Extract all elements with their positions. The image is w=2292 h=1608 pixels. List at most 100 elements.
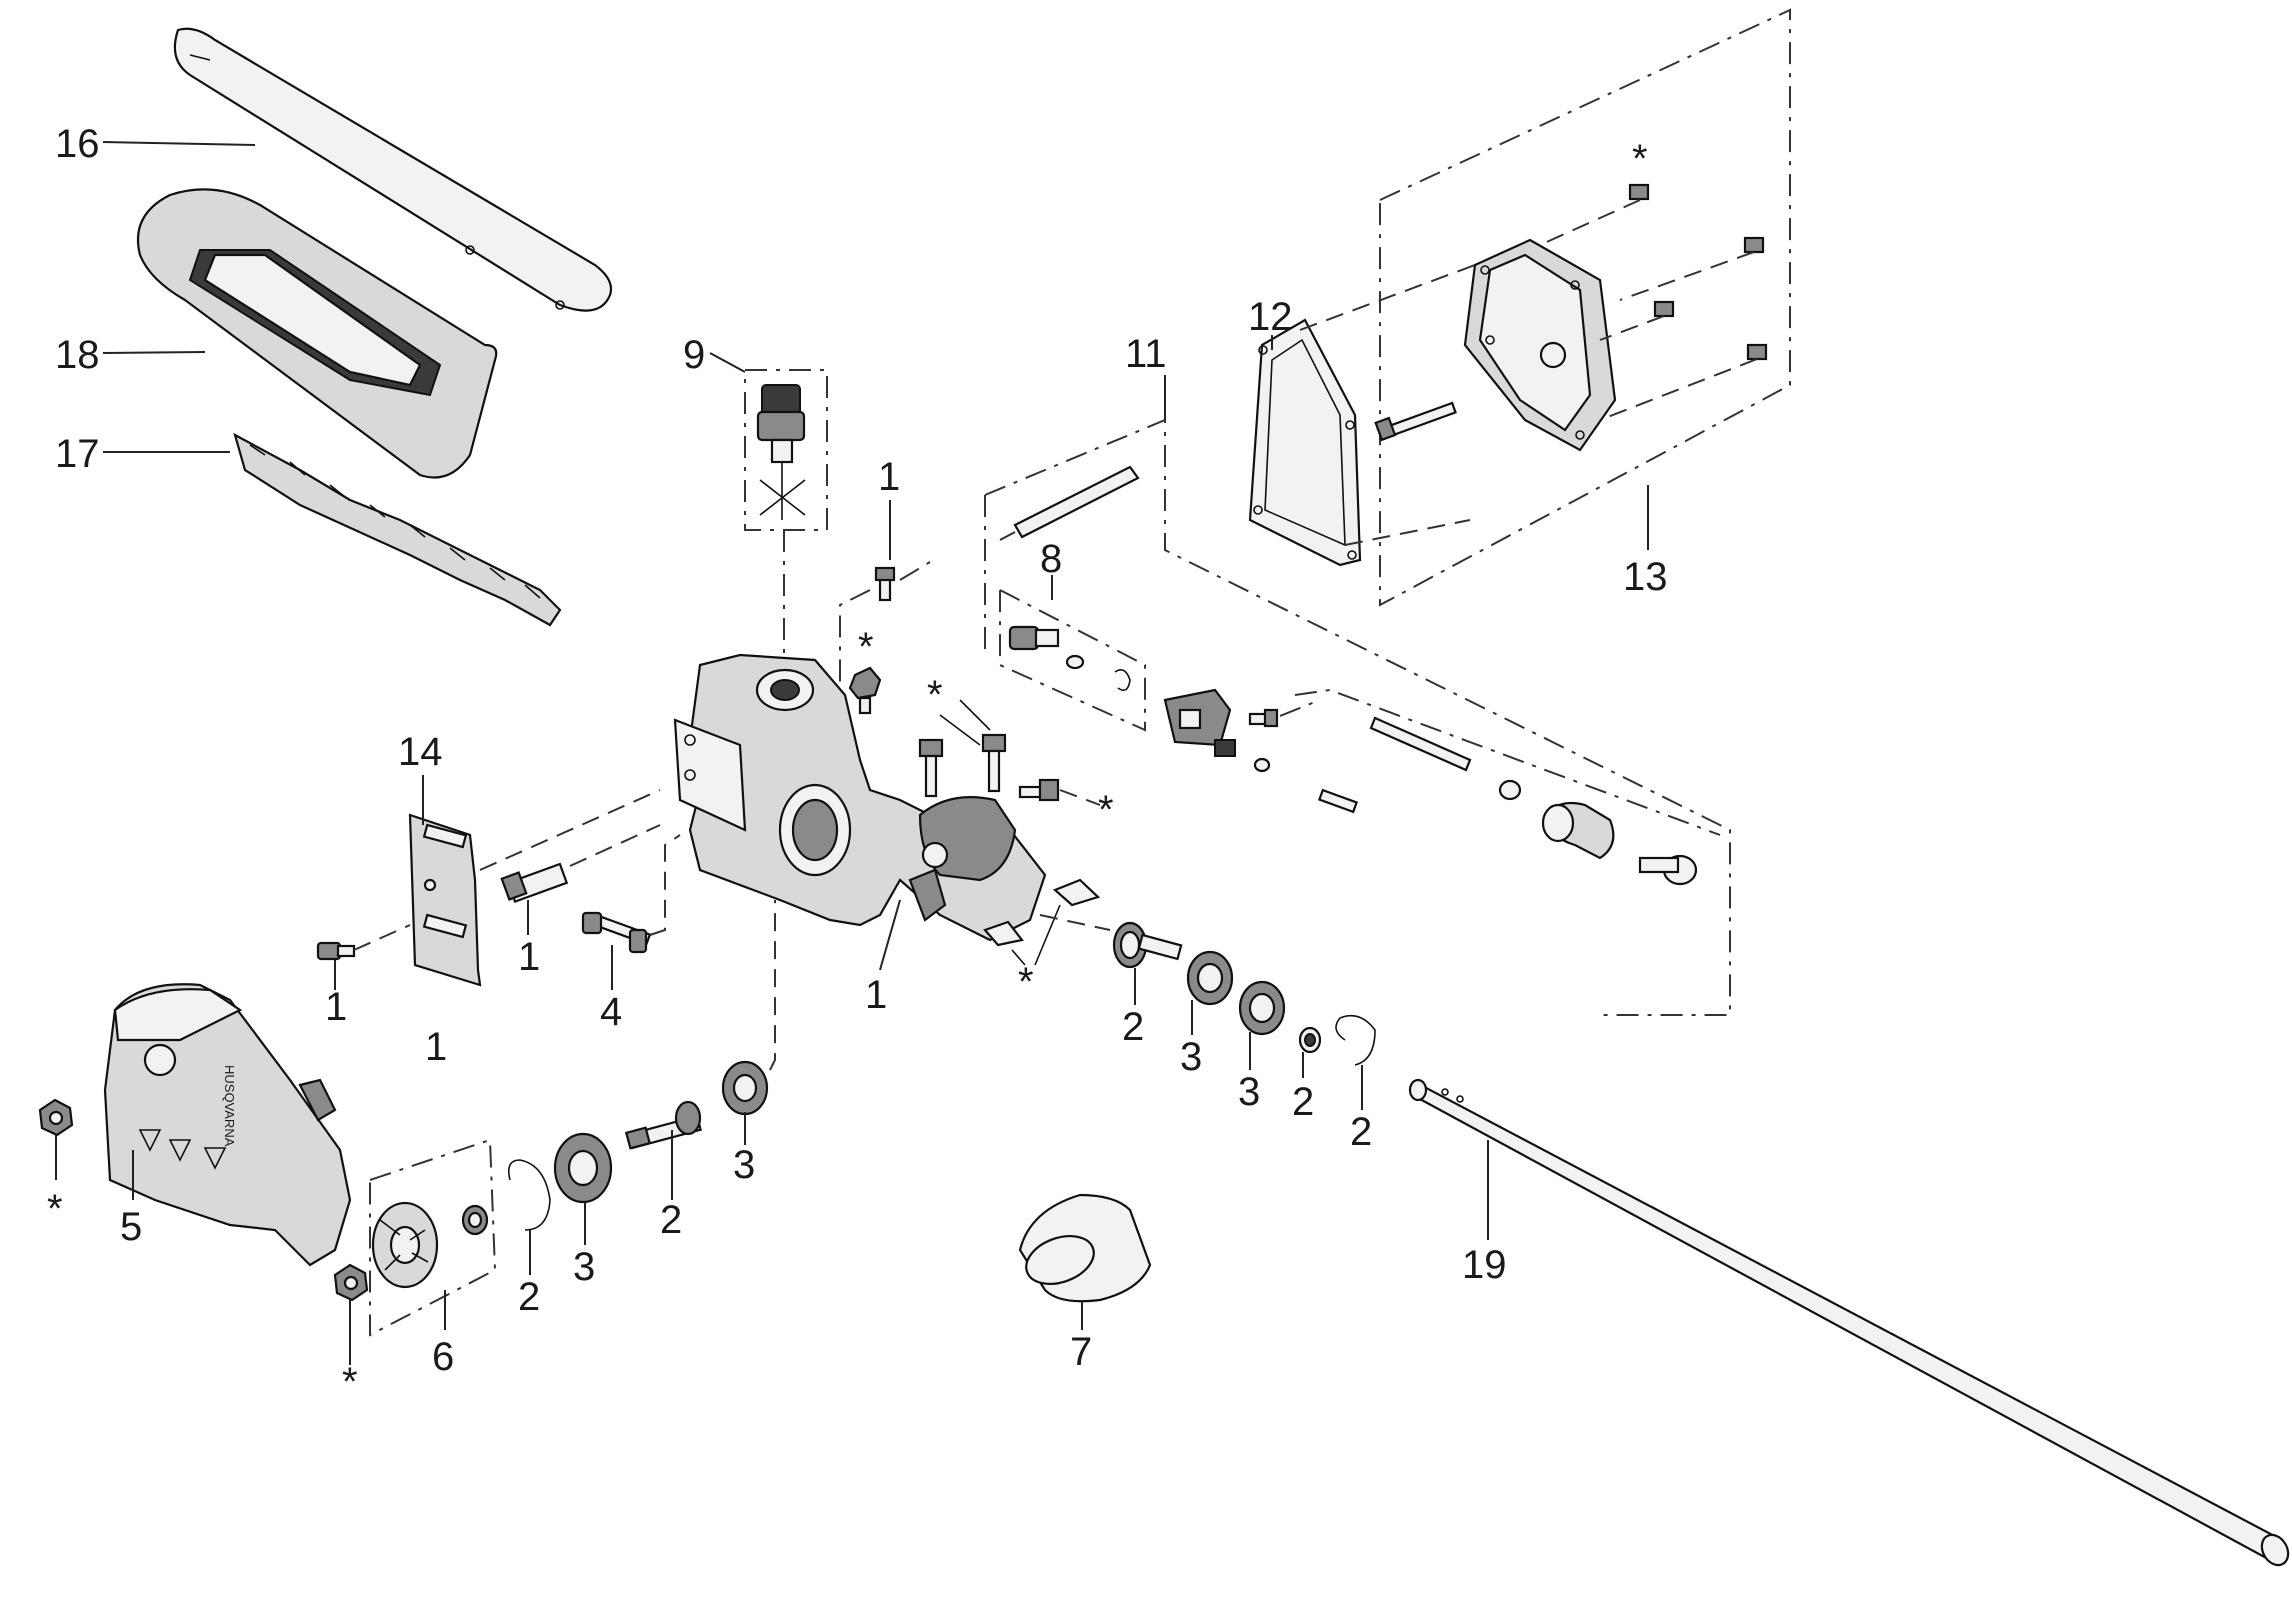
guide-bar-part [173, 27, 613, 312]
bearing-upper-part [721, 1060, 769, 1116]
cover-screws [1628, 183, 1768, 361]
callout-8: 8 [1040, 537, 1062, 581]
group-6-box [369, 1138, 497, 1337]
rod-axis [999, 531, 1016, 541]
asterisk-nut-left: * [47, 1187, 63, 1231]
roller-part [1541, 801, 1615, 860]
gasket-part [1248, 318, 1362, 567]
callout-9: 9 [683, 333, 705, 377]
stud-part [500, 862, 569, 904]
callout-2-gear: 2 [1122, 1005, 1144, 1049]
callout-17: 17 [55, 432, 100, 476]
ring-small-part [1298, 1026, 1322, 1054]
cover-logo-text: HUSQVARNA [222, 1065, 237, 1147]
callout-16: 16 [55, 122, 100, 166]
callout-1-clamp: 1 [865, 973, 887, 1017]
housing-nut [848, 666, 882, 715]
bar-cover-part [136, 188, 498, 479]
clutch-cover-part: HUSQVARNA [103, 983, 352, 1267]
plate-screw-axis [353, 924, 411, 951]
long-pin-part [1369, 716, 1472, 772]
callout-7: 7 [1070, 1330, 1092, 1374]
tensioner-axis-2 [1294, 688, 1721, 836]
sleeve-part [1018, 1193, 1152, 1303]
rod-part [1013, 465, 1140, 539]
side-bolt [1018, 778, 1060, 802]
housing-bolt-2 [981, 733, 1007, 793]
washer-part [1498, 779, 1522, 801]
adjuster-screw-part [1008, 625, 1131, 691]
callout-3-bearing-left: 3 [573, 1245, 595, 1289]
callout-2-ring: 2 [1292, 1080, 1314, 1124]
leader-16 [102, 141, 256, 146]
bushing-part [461, 1204, 489, 1236]
clamp-washer-1 [1052, 878, 1101, 907]
stud-axis [569, 824, 661, 867]
side-bolt-axis [1059, 789, 1101, 806]
asterisk-nut-center: * [342, 1360, 358, 1404]
callout-11: 11 [1125, 332, 1167, 376]
housing-bolt-1 [918, 738, 944, 798]
washer-small-part [1253, 757, 1271, 773]
callout-3-bearing2: 3 [1238, 1070, 1260, 1114]
callout-18: 18 [55, 333, 100, 377]
saw-chain-part [233, 432, 562, 627]
gasket-axes [1299, 264, 1476, 546]
nut-center-part [333, 1263, 369, 1302]
callout-19: 19 [1462, 1243, 1507, 1287]
bearing-1-part [1186, 950, 1234, 1006]
callout-2-circlip: 2 [1350, 1110, 1372, 1154]
group-8-box [999, 588, 1146, 732]
bevel-gear-part [1112, 921, 1183, 969]
clamp-washer-2 [983, 920, 1024, 947]
tensioner-axis [1279, 699, 1321, 717]
cover-group-box [1379, 8, 1791, 607]
clutch-drum-part [371, 1201, 439, 1289]
drive-tube-part [1408, 1078, 2290, 1567]
gear-cover-part [1463, 238, 1617, 452]
tensioner-block-part [1163, 688, 1279, 757]
shaft-axis-left [769, 900, 776, 1071]
cover-screw-part [1374, 401, 1457, 442]
oil-cap-group-box [744, 369, 828, 531]
adjust-bolt-axis [649, 834, 681, 936]
leader-1e [879, 899, 901, 971]
asterisk-cover-screw: * [1632, 137, 1648, 181]
callout-13: 13 [1623, 555, 1668, 599]
asterisk-side-bolt: * [1098, 788, 1114, 832]
cover-screw-axes [1539, 199, 1758, 421]
asterisk-housing-nut: * [858, 625, 874, 669]
pin-part [1317, 788, 1359, 814]
callout-14: 14 [398, 730, 443, 774]
top-screw-axis [839, 561, 931, 690]
asterisk-washers: * [1018, 960, 1034, 1004]
rod-group-outline [984, 418, 1731, 1016]
callout-5: 5 [120, 1205, 142, 1249]
gear-housing-part [673, 653, 1047, 942]
bearing-left-part [553, 1132, 613, 1204]
asterisk-leaders-bolts [939, 699, 991, 746]
leader-18 [102, 351, 206, 354]
callout-6: 6 [432, 1335, 454, 1379]
plate-axis [479, 789, 661, 871]
gear-axis-right [1039, 914, 1111, 931]
asterisk-housing-bolts: * [927, 673, 943, 717]
callout-12: 12 [1248, 295, 1293, 339]
callout-1-top: 1 [878, 455, 900, 499]
callout-3-bearing-upper: 3 [733, 1143, 755, 1187]
callout-1-plate: 1 [325, 985, 347, 1029]
callout-4: 4 [600, 990, 622, 1034]
callout-1-stud: 1 [518, 935, 540, 979]
callout-2-circlip-left: 2 [518, 1275, 540, 1319]
asterisk-leaders-washers [1011, 904, 1061, 966]
nut-left-part [38, 1098, 74, 1137]
drive-shaft-part [624, 1100, 702, 1150]
leader-9 [709, 352, 746, 373]
bearing-2-part [1238, 980, 1286, 1036]
circlip-left-part [507, 1159, 551, 1231]
oil-cap-part [756, 384, 806, 520]
drive-plate-part [408, 813, 482, 987]
adjust-bolt-part [581, 911, 652, 954]
callout-1-plate-bottom: 1 [425, 1025, 447, 1069]
